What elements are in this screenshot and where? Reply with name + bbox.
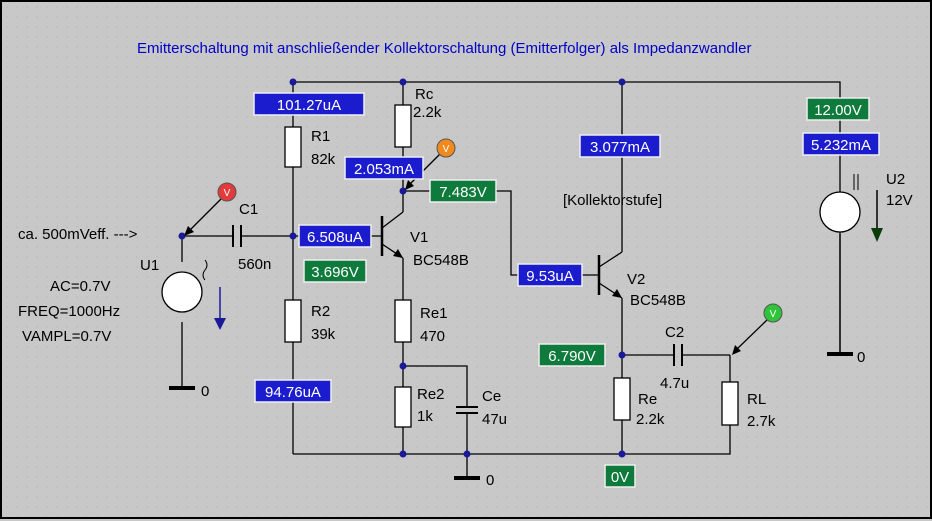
- input-note: ca. 500mVeff. --->: [18, 226, 138, 243]
- ce-name: Ce: [482, 388, 501, 405]
- re1-value: 470: [420, 328, 445, 345]
- svg-text:7.483V: 7.483V: [439, 184, 487, 201]
- current-label-v2-base: 9.53uA: [517, 263, 583, 287]
- c2-name: C2: [665, 324, 684, 341]
- svg-text:6.508uA: 6.508uA: [307, 229, 363, 246]
- rl-value: 2.7k: [747, 413, 776, 430]
- current-label-r2: 94.76uA: [254, 379, 332, 403]
- transistor-v1[interactable]: [380, 211, 404, 259]
- u2-name: U2: [886, 171, 905, 188]
- v2-name: V2: [627, 271, 645, 288]
- u2-value: 12V: [886, 192, 913, 209]
- voltage-probe-orange-icon[interactable]: V: [405, 138, 456, 190]
- c2-value: 4.7u: [660, 375, 689, 392]
- v1-type: BC548B: [413, 252, 469, 269]
- svg-text:12.00V: 12.00V: [814, 102, 862, 119]
- svg-text:3.077mA: 3.077mA: [590, 139, 650, 156]
- capacitor-c1[interactable]: [232, 225, 242, 247]
- current-label-rc: 2.053mA: [344, 156, 424, 180]
- capacitor-ce[interactable]: [456, 406, 478, 414]
- svg-text:V: V: [770, 309, 777, 320]
- resistor-rc[interactable]: [394, 104, 412, 148]
- resistor-r2[interactable]: [284, 299, 302, 343]
- resistor-r1[interactable]: [284, 126, 302, 168]
- svg-text:0V: 0V: [611, 469, 629, 486]
- r2-name: R2: [311, 303, 330, 320]
- svg-text:5.232mA: 5.232mA: [811, 137, 871, 154]
- current-label-u2: 5.232mA: [802, 132, 880, 156]
- current-label-v2-collector: 3.077mA: [579, 134, 661, 158]
- re-name: Re: [638, 391, 657, 408]
- resistor-re[interactable]: [613, 377, 631, 421]
- rc-value: 2.2k: [413, 104, 442, 121]
- rc-name: Rc: [415, 86, 434, 103]
- svg-text:3.696V: 3.696V: [311, 264, 359, 281]
- voltage-label-v1-base: 3.696V: [303, 259, 367, 283]
- wires: [181, 81, 841, 478]
- ground-symbol-main: 0: [454, 472, 494, 489]
- ce-value: 47u: [482, 411, 507, 428]
- u1-name: U1: [140, 257, 159, 274]
- r1-name: R1: [311, 128, 330, 145]
- resistor-rl[interactable]: [721, 381, 739, 426]
- v2-type: BC548B: [630, 292, 686, 309]
- rl-name: RL: [747, 391, 766, 408]
- v1-name: V1: [410, 229, 428, 246]
- voltage-label-supply: 12.00V: [806, 97, 870, 121]
- svg-text:2.053mA: 2.053mA: [354, 161, 414, 178]
- stage-label: [Kollektorstufe]: [563, 192, 662, 209]
- c1-value: 560n: [238, 256, 271, 273]
- diagram-title: Emitterschaltung mit anschließender Koll…: [137, 40, 751, 57]
- u1-vampl: VAMPL=0.7V: [22, 328, 111, 345]
- r1-value: 82k: [311, 151, 336, 168]
- voltage-label-v2-emitter: 6.790V: [538, 343, 606, 367]
- voltage-label-v1-collector: 7.483V: [429, 179, 497, 203]
- ground-symbol-u2: 0: [827, 349, 865, 366]
- re2-value: 1k: [417, 408, 433, 425]
- re2-name: Re2: [417, 386, 445, 403]
- svg-text:94.76uA: 94.76uA: [265, 384, 321, 401]
- svg-text:101.27uA: 101.27uA: [277, 97, 341, 114]
- voltage-source-u1[interactable]: [161, 259, 226, 330]
- svg-text:0: 0: [201, 383, 209, 400]
- svg-text:9.53uA: 9.53uA: [526, 268, 574, 285]
- u1-freq: FREQ=1000Hz: [18, 303, 120, 320]
- svg-text:6.790V: 6.790V: [548, 348, 596, 365]
- voltage-label-ground: 0V: [604, 464, 636, 488]
- resistor-re2[interactable]: [394, 386, 412, 428]
- current-label-r1: 101.27uA: [253, 92, 365, 116]
- svg-text:V: V: [443, 144, 450, 155]
- capacitor-c2[interactable]: [673, 344, 683, 366]
- r2-value: 39k: [311, 326, 336, 343]
- voltage-probe-red-icon[interactable]: V: [184, 182, 237, 236]
- c1-name: C1: [239, 201, 258, 218]
- current-label-v1-base: 6.508uA: [298, 224, 372, 248]
- u1-ac: AC=0.7V: [50, 278, 110, 295]
- ground-symbol-u1: 0: [169, 383, 209, 400]
- re1-name: Re1: [420, 305, 448, 322]
- transistor-v2[interactable]: [597, 251, 623, 299]
- resistor-re1[interactable]: [394, 299, 412, 343]
- junction-dots: [178, 78, 626, 458]
- voltage-source-u2[interactable]: [819, 174, 883, 242]
- svg-text:V: V: [224, 188, 231, 199]
- svg-text:0: 0: [857, 349, 865, 366]
- voltage-probe-green-icon[interactable]: V: [732, 303, 783, 355]
- re-value: 2.2k: [636, 411, 665, 428]
- svg-text:0: 0: [486, 472, 494, 489]
